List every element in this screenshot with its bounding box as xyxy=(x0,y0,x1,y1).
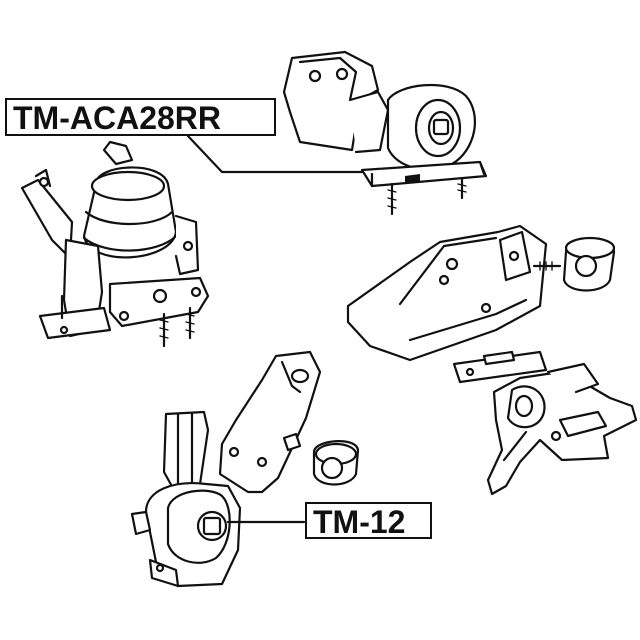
side-mount-assembly xyxy=(346,224,616,384)
transmission-mount-assembly xyxy=(130,410,242,588)
hydraulic-mount-assembly xyxy=(20,140,210,348)
part-number-label-top: TM-ACA28RR xyxy=(5,98,276,136)
rear-mount-assembly xyxy=(282,50,488,216)
lower-right-mount xyxy=(486,362,638,496)
top-label-leader xyxy=(186,134,364,174)
part-number-label-bottom: TM-12 xyxy=(305,502,432,539)
center-bracket-assembly xyxy=(218,350,360,494)
